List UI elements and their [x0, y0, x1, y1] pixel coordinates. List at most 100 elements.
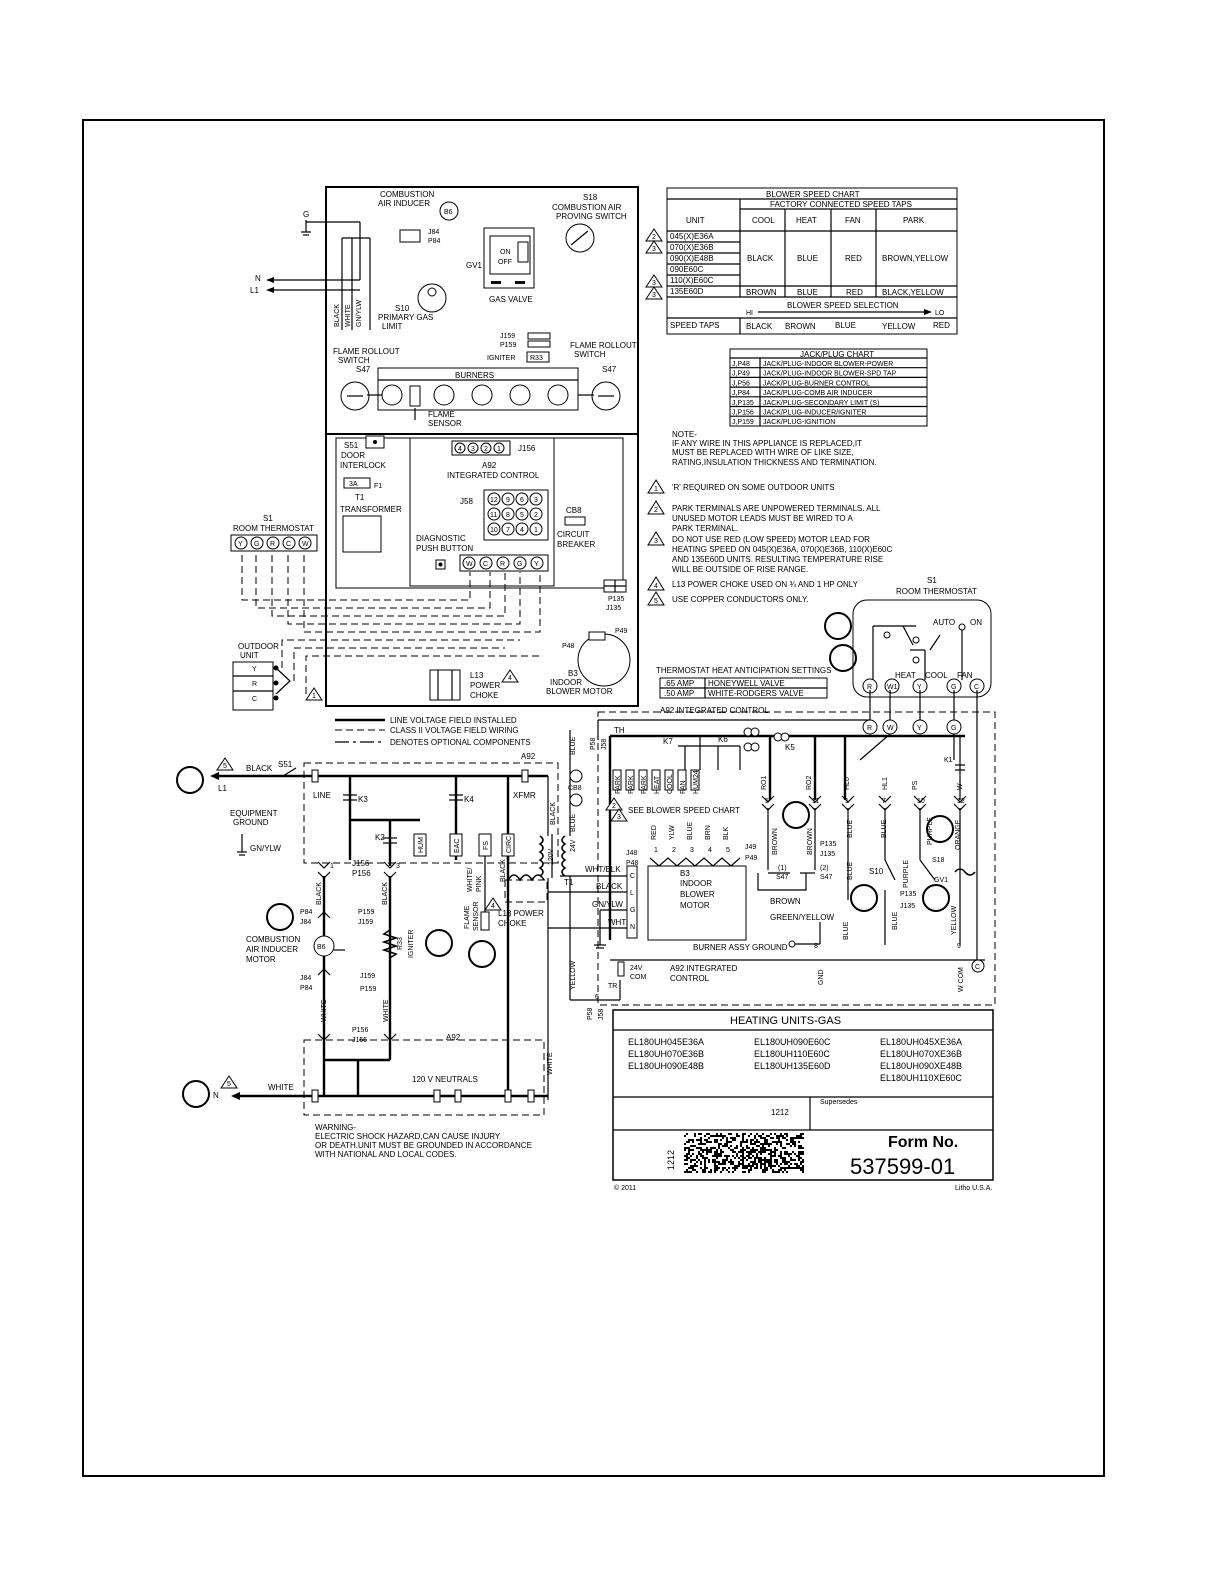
- ctl-j49: J49: [745, 844, 756, 851]
- ctl-blue-3: BLUE: [847, 861, 854, 880]
- black-wire-label: BLACK: [334, 304, 341, 327]
- ladder-wp-2: PINK: [476, 875, 483, 892]
- control-pin: 10: [917, 798, 925, 805]
- motor-lead-blk: BLK: [723, 826, 730, 840]
- control-pin: 7: [882, 798, 886, 805]
- ladder-black-v2: BLACK: [382, 882, 389, 905]
- jack-row-code: J,P159: [732, 419, 754, 426]
- blower-lo: LO: [935, 310, 945, 317]
- j156-pin: 1: [497, 446, 501, 453]
- j159-p159-1: J159: [360, 973, 375, 980]
- blower-b-cool: BROWN: [746, 288, 777, 297]
- ctl-purple-1: PURPLE: [927, 817, 934, 845]
- ctl-j58b: J58: [598, 1009, 605, 1020]
- ctl-s47-1b: S47: [776, 874, 789, 881]
- ctl-c: C: [630, 873, 635, 880]
- ctl-wht: WHT: [608, 918, 626, 927]
- barcode-image: [684, 1133, 804, 1173]
- outdoor-label-1: OUTDOOR: [238, 642, 279, 651]
- jack-row-desc: JACK/PLUG-IGNITION: [763, 419, 835, 426]
- note-line-2: IF ANY WIRE IN THIS APPLIANCE IS REPLACE…: [672, 439, 862, 448]
- s51-label-3: INTERLOCK: [340, 461, 386, 470]
- blower-hdr-unit: UNIT: [686, 216, 705, 225]
- ctl-brown-2: BROWN: [807, 828, 814, 855]
- ctl-purple-2: PURPLE: [903, 860, 910, 888]
- ladder-r33: R33: [397, 937, 404, 950]
- blower-a-cool: BLACK: [747, 254, 774, 263]
- jack-row-code: J,P56: [732, 380, 750, 387]
- ctl-blue-1: BLUE: [847, 819, 854, 838]
- ctl-pin9: 9: [957, 943, 961, 950]
- speed-tap-4: YELLOW: [882, 322, 916, 331]
- ctl-gnd: GND: [818, 969, 825, 985]
- p84-j84-1: P84: [300, 909, 313, 916]
- ctl-s10: S10: [869, 867, 884, 876]
- note-line-3: MUST BE REPLACED WITH WIRE OF LIKE SIZE,: [672, 448, 854, 457]
- p84-j84-2: J84: [300, 919, 311, 926]
- ladder-a92: A92: [521, 752, 536, 761]
- s1-terminal: G: [254, 541, 259, 548]
- copyright: © 2011: [614, 1184, 636, 1192]
- s47-left-label: S47: [356, 365, 371, 374]
- control-terminal: COOL: [667, 774, 674, 794]
- s1-terminal: C: [286, 541, 291, 548]
- p159-j159-2: J159: [358, 919, 373, 926]
- ctl-g: G: [630, 907, 635, 914]
- motor-pin: 3: [690, 847, 694, 854]
- gas-valve-label: GAS VALVE: [489, 295, 533, 304]
- j58-pin: 2: [534, 512, 538, 519]
- ctl-burner-ground: BURNER ASSY GROUND: [693, 943, 788, 952]
- ctl-s47-2a: (2): [820, 865, 829, 872]
- p84-label: P84: [428, 238, 441, 245]
- jack-row-code: J,P49: [732, 371, 750, 378]
- ladder-black-circ: BLACK: [500, 859, 507, 882]
- ctl-blue-2: BLUE: [881, 819, 888, 838]
- blower-hdr-fan: FAN: [845, 216, 861, 225]
- blower-a-fan: RED: [845, 254, 862, 263]
- note-line-4: RATING,INSULATION THICKNESS AND TERMINAT…: [672, 458, 877, 467]
- footnote-line: L13 POWER CHOKE USED ON ¾ AND 1 HP ONLY: [672, 580, 859, 589]
- side-code: 1212: [666, 1150, 676, 1170]
- model-2-2: EL180UH110E60C: [754, 1049, 830, 1059]
- ctl-brown-1: BROWN: [772, 828, 779, 855]
- footnote-num: 1: [654, 486, 658, 493]
- ladder-white-n: WHITE: [268, 1083, 294, 1092]
- b3-motor-block: [647, 865, 747, 941]
- b3-label-3: BLOWER MOTOR: [546, 687, 613, 696]
- control-k1: K1: [944, 757, 953, 764]
- revision: 1212: [771, 1108, 789, 1117]
- legend-line-voltage: LINE VOLTAGE FIELD INSTALLED: [390, 716, 517, 725]
- j58-pin: 9: [506, 497, 510, 504]
- control-pin: 11: [812, 798, 819, 805]
- ctl-n: N: [630, 924, 635, 931]
- white-wire-label: WHITE: [345, 304, 352, 327]
- ladder-white-1: WHITE: [321, 999, 328, 1022]
- ctl-p135: P135: [820, 841, 836, 848]
- ladder-k2: K2: [375, 833, 385, 842]
- j156-pin: 2: [484, 446, 488, 453]
- ladder-yellow: YELLOW: [570, 960, 577, 990]
- ladder-blue-2: BLUE: [570, 813, 577, 832]
- ladder-line: LINE: [313, 791, 331, 800]
- s1-terminal: R: [270, 541, 275, 548]
- note-line-1: NOTE-: [672, 430, 697, 439]
- jack-row-code: J,P135: [732, 400, 754, 407]
- model-2-3: EL180UH135E60D: [754, 1061, 831, 1071]
- tstat-right-terminal: W1: [887, 684, 898, 691]
- s1-terminal: Y: [238, 541, 243, 548]
- ctl-p49: P49: [745, 855, 758, 862]
- speed-taps-label: SPEED TAPS: [670, 321, 720, 330]
- p49-label: P49: [615, 628, 628, 635]
- l13-label-3: CHOKE: [470, 691, 498, 700]
- ctl-s18: S18: [932, 857, 945, 864]
- jack-row-code: J,P84: [732, 390, 750, 397]
- ctl-yellow: YELLOW: [951, 905, 958, 935]
- supersedes: Supersedes: [820, 1099, 858, 1106]
- b6-motor-icon: [439, 201, 459, 221]
- j156-pin: 3: [471, 446, 475, 453]
- ladder-k4: K4: [464, 795, 474, 804]
- diagnostic-1: DIAGNOSTIC: [416, 534, 466, 543]
- footnote-line: UNUSED MOTOR LEADS MUST BE WIRED TO A: [672, 514, 853, 523]
